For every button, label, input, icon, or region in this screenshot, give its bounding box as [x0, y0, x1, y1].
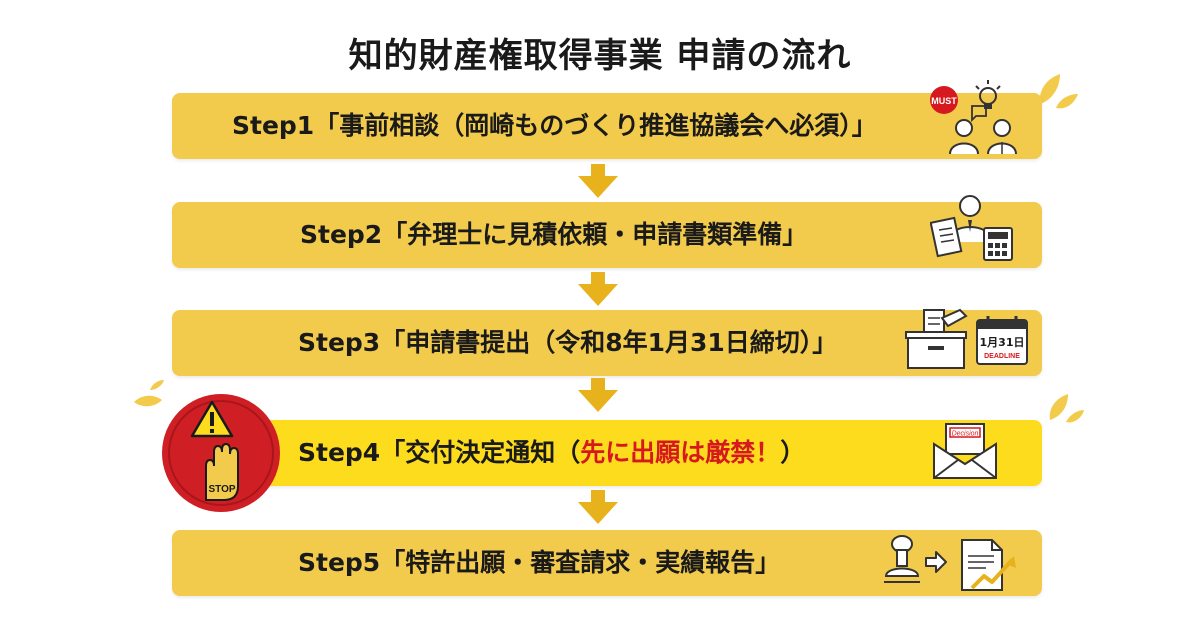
step-4-box: Step4「交付決定通知（先に出願は厳禁！） — [172, 420, 1042, 486]
step-4-label-pre: Step4「交付決定通知（ — [298, 438, 581, 467]
leaf-icon — [1049, 394, 1084, 423]
warning-triangle-icon — [190, 400, 234, 438]
page-title: 知的財産権取得事業 申請の流れ — [348, 36, 852, 76]
report-chart-icon — [961, 539, 1016, 591]
stop-hand-icon: STOP — [162, 394, 280, 512]
calendar-date: 1月31日 — [980, 336, 1025, 349]
leaf-icon — [1039, 74, 1078, 109]
leaf-icon — [134, 380, 164, 407]
consultation-icon: MUST — [930, 80, 1017, 155]
deadline-label: DEADLINE — [984, 353, 1020, 360]
step-5-label: Step5「特許出願・審査請求・実績報告」 — [298, 548, 781, 577]
step-4-label: Step4「交付決定通知（先に出願は厳禁！） — [298, 420, 805, 486]
calendar-icon: 1月31日 DEADLINE — [976, 316, 1028, 365]
stamp-icon — [884, 535, 947, 583]
flow-arrow — [578, 490, 618, 524]
flow-arrow — [578, 272, 618, 306]
step-3-box: Step3「申請書提出（令和8年1月31日締切）」 — [172, 310, 1042, 376]
step-4-label-post: ） — [780, 438, 806, 467]
step-2-box: Step2「弁理士に見積依頼・申請書類準備」 — [172, 202, 1042, 268]
envelope-decision-icon: Decision — [933, 423, 997, 479]
step-1-label: Step1「事前相談（岡崎ものづくり推進協議会へ必須）」 — [232, 111, 877, 140]
attorney-calculator-icon — [930, 195, 1013, 261]
flow-arrow — [578, 164, 618, 198]
stop-label: STOP — [208, 484, 235, 495]
step-4-warning: 先に出願は厳禁！ — [580, 438, 781, 467]
step-2-label: Step2「弁理士に見積依頼・申請書類準備」 — [300, 220, 808, 249]
flow-arrow — [578, 378, 618, 412]
submission-box-icon — [905, 308, 968, 369]
lightbulb-icon — [975, 80, 1001, 109]
step-3-label: Step3「申請書提出（令和8年1月31日締切）」 — [298, 328, 838, 357]
must-badge: MUST — [931, 96, 957, 106]
decision-stamp: Decision — [952, 431, 979, 438]
step-1-box: Step1「事前相談（岡崎ものづくり推進協議会へ必須）」 — [172, 93, 1042, 159]
